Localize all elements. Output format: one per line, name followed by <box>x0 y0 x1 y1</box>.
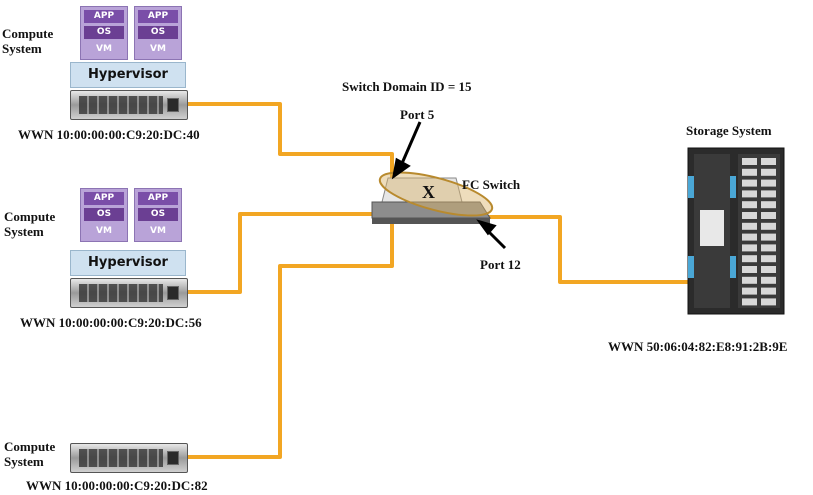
compute-line2: System <box>4 223 44 239</box>
drive-slot <box>761 168 776 176</box>
compute-line1: Compute <box>4 439 56 454</box>
vm-stack-2a: APP OS VM <box>80 188 128 242</box>
zone-x-mark: X <box>422 182 435 202</box>
drive-slot <box>742 222 757 230</box>
vm-stack-1a: APP OS VM <box>80 6 128 60</box>
app-label: APP <box>138 192 178 205</box>
compute-label-2: Compute System <box>4 209 56 240</box>
os-label: OS <box>138 26 178 39</box>
drive-slot <box>742 233 757 241</box>
vm-label: VM <box>96 226 112 236</box>
drive-slot <box>761 201 776 209</box>
drive-slot <box>761 158 776 165</box>
fc-switch-label: FC Switch <box>462 177 521 192</box>
drive-slot <box>761 255 776 263</box>
compute-line2: System <box>4 453 44 469</box>
drive-slot <box>742 179 757 187</box>
compute-line1: Compute <box>4 209 56 224</box>
drive-slot <box>742 201 757 209</box>
drive-slot <box>761 222 776 230</box>
drive-slot <box>742 168 757 176</box>
drive-slot <box>761 276 776 284</box>
cable-host3-switch <box>188 222 394 459</box>
os-label: OS <box>138 208 178 221</box>
drive-slot <box>761 244 776 252</box>
vm-label: VM <box>96 44 112 54</box>
app-label: APP <box>84 10 124 23</box>
vm-label: VM <box>150 226 166 236</box>
port5-arrow <box>398 121 422 169</box>
wwn-storage: WWN 50:06:04:82:E8:91:2B:9E <box>608 339 788 354</box>
cable-switch-storage <box>488 215 690 284</box>
drive-slot <box>761 266 776 273</box>
compute-line1: Compute <box>2 26 54 41</box>
storage-array <box>687 147 785 315</box>
compute-line2: System <box>2 40 42 56</box>
server-3 <box>70 443 188 473</box>
os-label: OS <box>84 26 124 39</box>
drive-slot <box>761 190 776 198</box>
cable-host1-port5 <box>188 102 394 185</box>
drive-slot <box>742 244 757 252</box>
server-1 <box>70 90 188 120</box>
drive-slot <box>761 179 776 187</box>
switch-domain-label: Switch Domain ID = 15 <box>342 79 472 94</box>
port5-label: Port 5 <box>400 107 435 122</box>
drive-slot <box>742 276 757 284</box>
drive-slot <box>761 287 776 295</box>
wwn-host1: WWN 10:00:00:00:C9:20:DC:40 <box>18 127 200 142</box>
vm-stack-1b: APP OS VM <box>134 6 182 60</box>
drive-slot <box>742 287 757 295</box>
app-label: APP <box>138 10 178 23</box>
drive-slot <box>742 298 757 306</box>
hypervisor-2: Hypervisor <box>70 250 186 276</box>
drive-slot <box>742 212 757 219</box>
vm-label: VM <box>150 44 166 54</box>
drive-slot <box>742 190 757 198</box>
wwn-host3: WWN 10:00:00:00:C9:20:DC:82 <box>26 478 208 493</box>
drive-slot <box>742 266 757 273</box>
drive-slot <box>761 298 776 306</box>
zone-ellipse <box>378 171 494 217</box>
os-label: OS <box>84 208 124 221</box>
wwn-host2: WWN 10:00:00:00:C9:20:DC:56 <box>20 315 202 330</box>
port12-label: Port 12 <box>480 257 521 272</box>
server-2 <box>70 278 188 308</box>
drive-slot <box>742 255 757 263</box>
compute-label-1: Compute System <box>2 26 54 57</box>
drive-slot <box>761 233 776 241</box>
cable-host2-switch <box>188 212 372 294</box>
hypervisor-1: Hypervisor <box>70 62 186 88</box>
drive-slot <box>761 212 776 219</box>
vm-stack-2b: APP OS VM <box>134 188 182 242</box>
drive-slot <box>742 158 757 165</box>
storage-system-label: Storage System <box>686 123 772 138</box>
compute-label-3: Compute System <box>4 439 56 470</box>
app-label: APP <box>84 192 124 205</box>
